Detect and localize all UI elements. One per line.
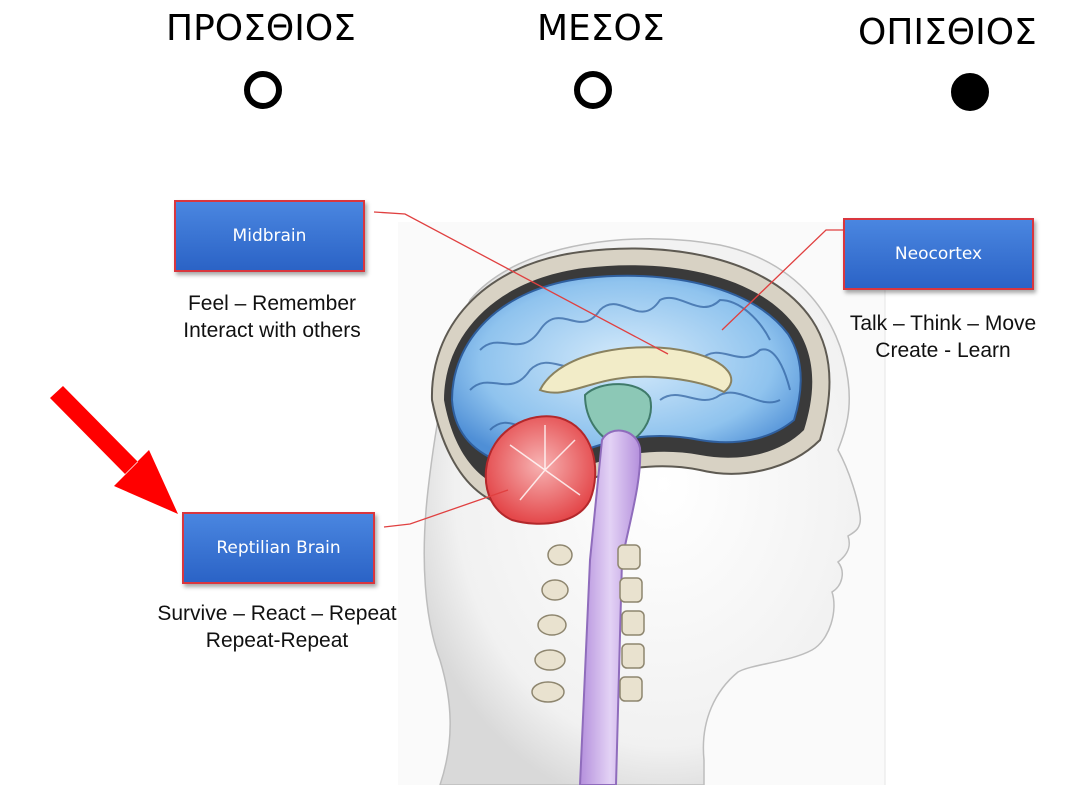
neocortex-desc-line1: Talk – Think – Move <box>828 310 1058 337</box>
red-arrow-pointer <box>50 386 178 514</box>
neocortex-title: Neocortex <box>895 244 982 264</box>
neocortex-description: Talk – Think – Move Create - Learn <box>828 310 1058 364</box>
midbrain-label-box[interactable]: Midbrain <box>174 200 365 272</box>
reptilian-description: Survive – React – Repeat Repeat-Repeat <box>126 600 428 654</box>
reptilian-desc-line1: Survive – React – Repeat <box>126 600 428 627</box>
neocortex-desc-line2: Create - Learn <box>828 337 1058 364</box>
midbrain-desc-line1: Feel – Remember <box>144 290 400 317</box>
midbrain-description: Feel – Remember Interact with others <box>144 290 400 344</box>
reptilian-label-box[interactable]: Reptilian Brain <box>182 512 375 584</box>
reptilian-title: Reptilian Brain <box>216 538 340 558</box>
neocortex-label-box[interactable]: Neocortex <box>843 218 1034 290</box>
reptilian-desc-line2: Repeat-Repeat <box>126 627 428 654</box>
midbrain-title: Midbrain <box>233 226 307 246</box>
midbrain-desc-line2: Interact with others <box>144 317 400 344</box>
